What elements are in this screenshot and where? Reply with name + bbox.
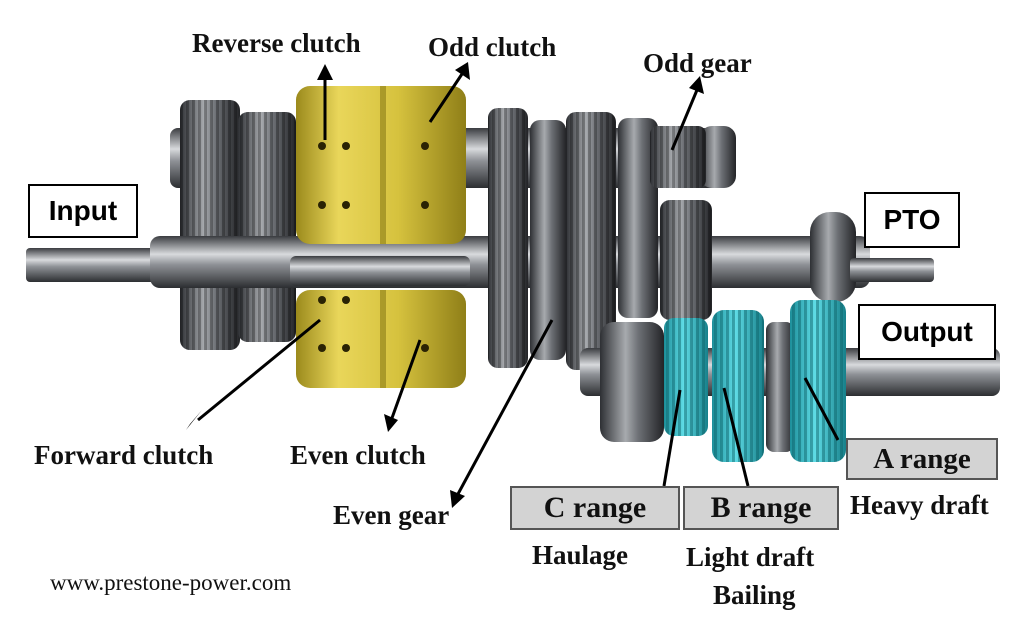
label-b-range: B range: [683, 486, 839, 530]
label-reverse-clutch: Reverse clutch: [192, 28, 361, 58]
callout-arrows: [186, 62, 840, 508]
label-odd-gear: Odd gear: [643, 48, 752, 78]
label-output: Output: [858, 304, 996, 360]
label-input: Input: [28, 184, 138, 238]
watermark-url: www.prestone-power.com: [50, 570, 292, 595]
mid-gear-bank: [488, 108, 712, 370]
label-c-range: C range: [510, 486, 680, 530]
pto-flange: [810, 212, 934, 302]
label-light-draft: Light draft: [686, 542, 815, 572]
clutch-packs: [296, 86, 466, 388]
label-bailing: Bailing: [713, 580, 796, 610]
label-a-range: A range: [846, 438, 998, 480]
label-pto: PTO: [864, 192, 960, 248]
label-odd-clutch: Odd clutch: [428, 32, 557, 62]
label-even-clutch: Even clutch: [290, 440, 426, 470]
label-even-gear: Even gear: [333, 500, 450, 530]
label-heavy-draft: Heavy draft: [850, 490, 989, 520]
input-gear-stack: [180, 100, 296, 350]
range-gears-cyan: [664, 300, 846, 462]
label-forward-clutch: Forward clutch: [34, 440, 214, 470]
label-haulage: Haulage: [532, 540, 629, 570]
